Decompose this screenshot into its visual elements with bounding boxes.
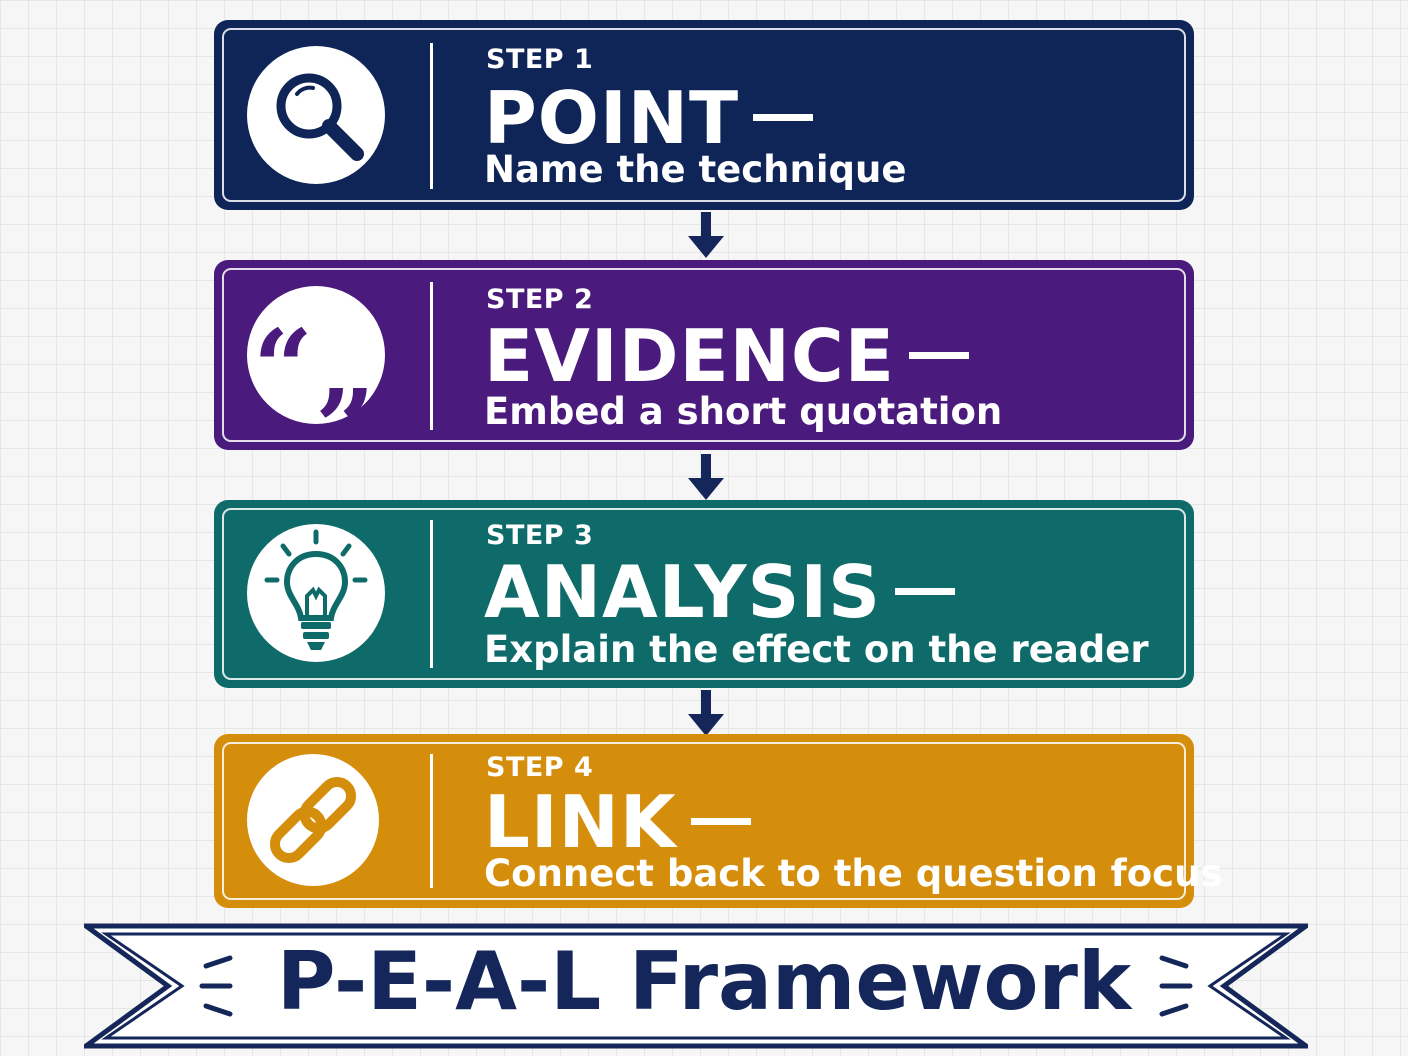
svg-text:“: “: [253, 306, 313, 424]
dash: [690, 817, 751, 825]
down-arrow-icon: [688, 690, 724, 736]
step-3-card: STEP 3 ANALYSIS Explain the effect on th…: [214, 500, 1194, 688]
dash: [753, 113, 814, 121]
card-inner-border: [222, 742, 1186, 900]
step-description: Name the technique: [484, 148, 907, 191]
chain-link-icon: [247, 754, 379, 886]
card-inner-border: [222, 28, 1186, 202]
card-inner-border: [222, 268, 1186, 442]
divider: [430, 282, 433, 430]
quote-icon: “ „: [247, 286, 385, 424]
dash: [895, 587, 956, 595]
step-label: STEP 3: [486, 520, 594, 551]
step-description: Connect back to the question focus: [484, 852, 1223, 895]
step-title: EVIDENCE: [484, 320, 969, 392]
step-description: Explain the effect on the reader: [484, 628, 1149, 671]
card-inner-border: [222, 508, 1186, 680]
divider: [430, 754, 433, 888]
step-label: STEP 2: [486, 284, 594, 315]
step-4-card: STEP 4 LINK Connect back to the question…: [214, 734, 1222, 908]
down-arrow-icon: [688, 212, 724, 258]
svg-text:„: „: [317, 306, 377, 424]
lightbulb-icon: [247, 524, 385, 662]
magnifier-icon: [247, 46, 385, 184]
divider: [430, 43, 433, 189]
sparkle-left-icon: [199, 955, 233, 1017]
down-arrow-icon: [688, 454, 724, 500]
step-1-card: STEP 1 POINT Name the technique: [214, 20, 1194, 210]
step-label: STEP 1: [486, 44, 594, 75]
sparkle-right-icon: [1159, 955, 1193, 1017]
step-description: Embed a short quotation: [484, 390, 1003, 433]
step-label: STEP 4: [486, 752, 594, 783]
title-banner: [84, 923, 1308, 1049]
step-2-card: “ „ STEP 2 EVIDENCE Embed a short quotat…: [214, 260, 1194, 450]
step-title: POINT: [484, 82, 814, 154]
step-title: LINK: [484, 786, 751, 858]
dash: [908, 351, 969, 359]
framework-title: P-E-A-L Framework: [276, 935, 1132, 1028]
divider: [430, 520, 433, 668]
step-title: ANALYSIS: [484, 556, 956, 628]
